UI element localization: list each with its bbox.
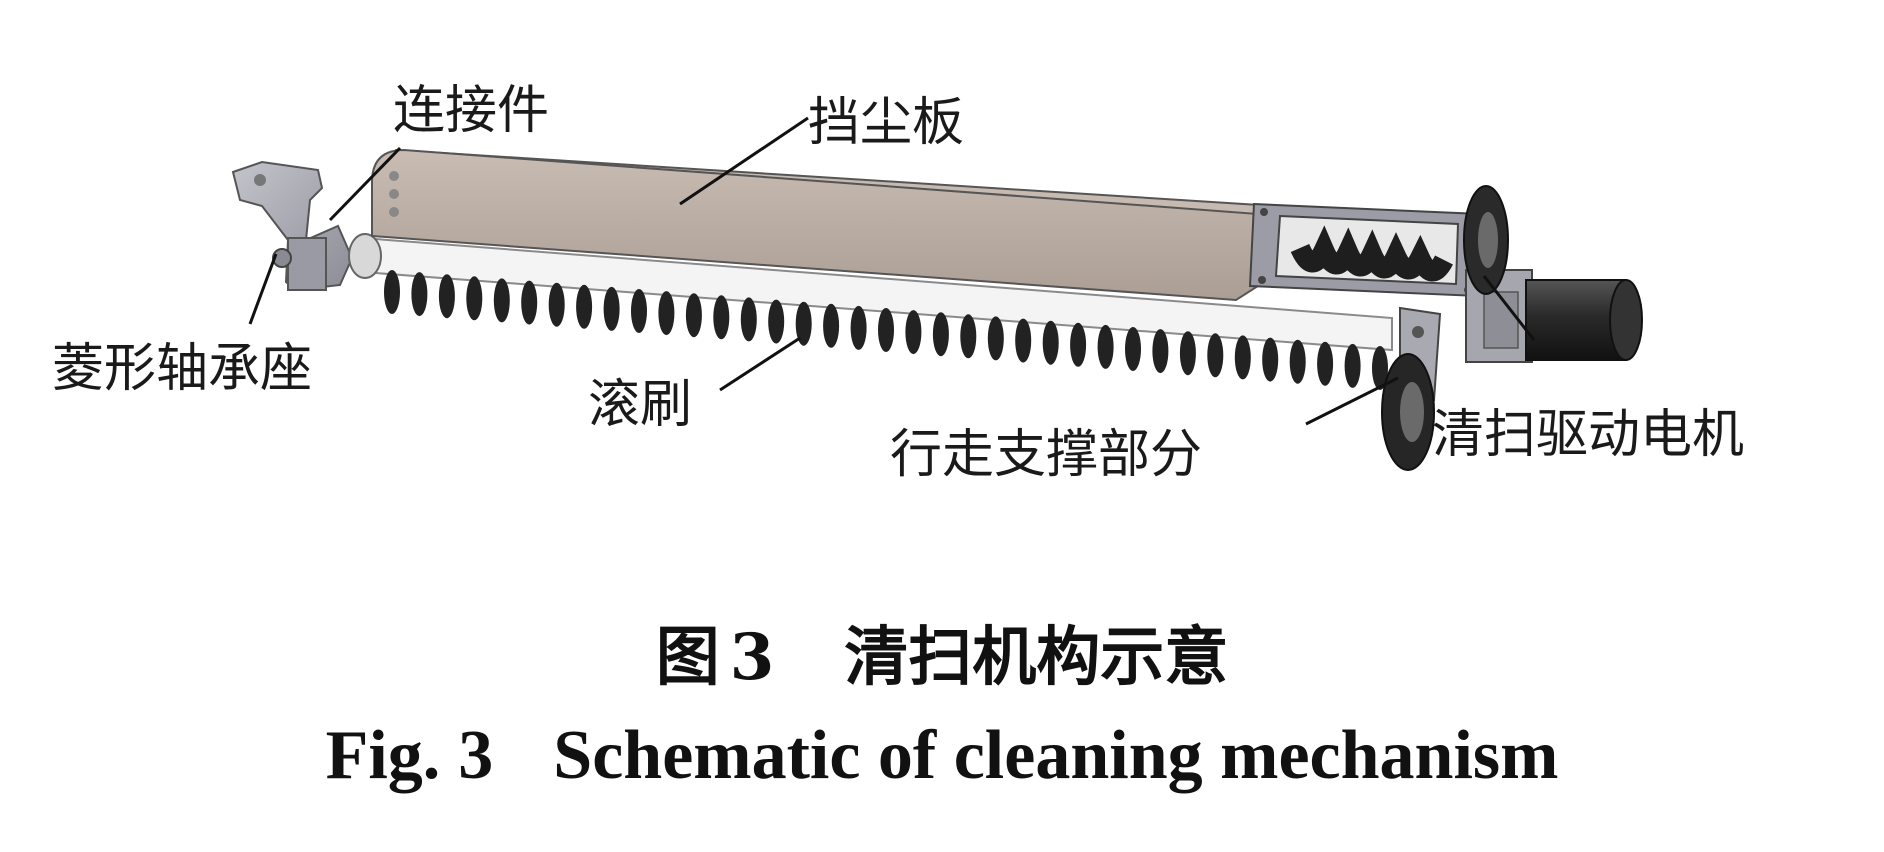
bristle <box>576 284 593 329</box>
roller-brush <box>348 233 1393 390</box>
walking-support <box>1381 185 1509 471</box>
bristle <box>1179 331 1196 376</box>
bristle <box>850 305 867 350</box>
bristle <box>1042 320 1059 365</box>
bristle <box>987 316 1004 361</box>
bearing-seat-bracket <box>231 160 354 292</box>
bristle <box>493 278 510 323</box>
label-drive-motor: 清扫驱动电机 <box>1432 405 1744 465</box>
bristle <box>411 272 428 317</box>
bristle <box>960 314 977 359</box>
bristle <box>932 312 949 357</box>
bristle <box>1070 322 1087 367</box>
bristle <box>1015 318 1032 363</box>
bristle <box>823 303 840 348</box>
bristle <box>713 295 730 340</box>
label-walking-support: 行走支撑部分 <box>890 425 1202 485</box>
bristle <box>548 282 565 327</box>
caption-english: Fig.3 Schematic of cleaning mechanism <box>0 716 1884 796</box>
bristle <box>1262 337 1279 382</box>
bristle <box>768 299 785 344</box>
bristle <box>466 276 483 321</box>
label-connector: 连接件 <box>393 81 549 141</box>
caption-cn-title: 清扫机构示意 <box>844 620 1229 695</box>
bristle <box>384 270 400 314</box>
caption-en-number: 3 <box>458 717 494 794</box>
inspection-window <box>1248 202 1482 298</box>
caption-en-prefix: Fig. <box>325 717 441 794</box>
bristle <box>878 308 894 352</box>
bristle <box>1097 324 1114 369</box>
bristle <box>658 291 675 336</box>
label-roller-brush: 滚刷 <box>588 375 692 435</box>
bristle <box>1125 327 1141 371</box>
bristle <box>603 286 620 331</box>
caption-cn-prefix: 图 <box>655 620 720 695</box>
drive-motor <box>1465 269 1643 363</box>
caption-en-title: Schematic of cleaning mechanism <box>553 717 1559 794</box>
label-dust-plate: 挡尘板 <box>808 93 964 153</box>
bristle <box>685 293 702 338</box>
bristle <box>1207 333 1224 378</box>
caption-cn-number: 3 <box>729 620 775 695</box>
bristle <box>1289 339 1306 384</box>
bristle <box>740 297 757 342</box>
bristle <box>521 280 538 325</box>
bristle <box>1372 346 1388 390</box>
bristle <box>1234 335 1251 380</box>
bristle <box>1317 341 1334 386</box>
brush-bristles <box>384 270 1388 390</box>
bristle <box>1344 343 1361 388</box>
bristle <box>631 289 647 333</box>
bristle <box>905 310 922 355</box>
bristle <box>795 301 812 346</box>
leader-lines <box>248 116 1536 426</box>
label-bearing-seat: 菱形轴承座 <box>52 339 312 399</box>
bristle <box>1152 329 1169 374</box>
bristle <box>438 274 455 319</box>
